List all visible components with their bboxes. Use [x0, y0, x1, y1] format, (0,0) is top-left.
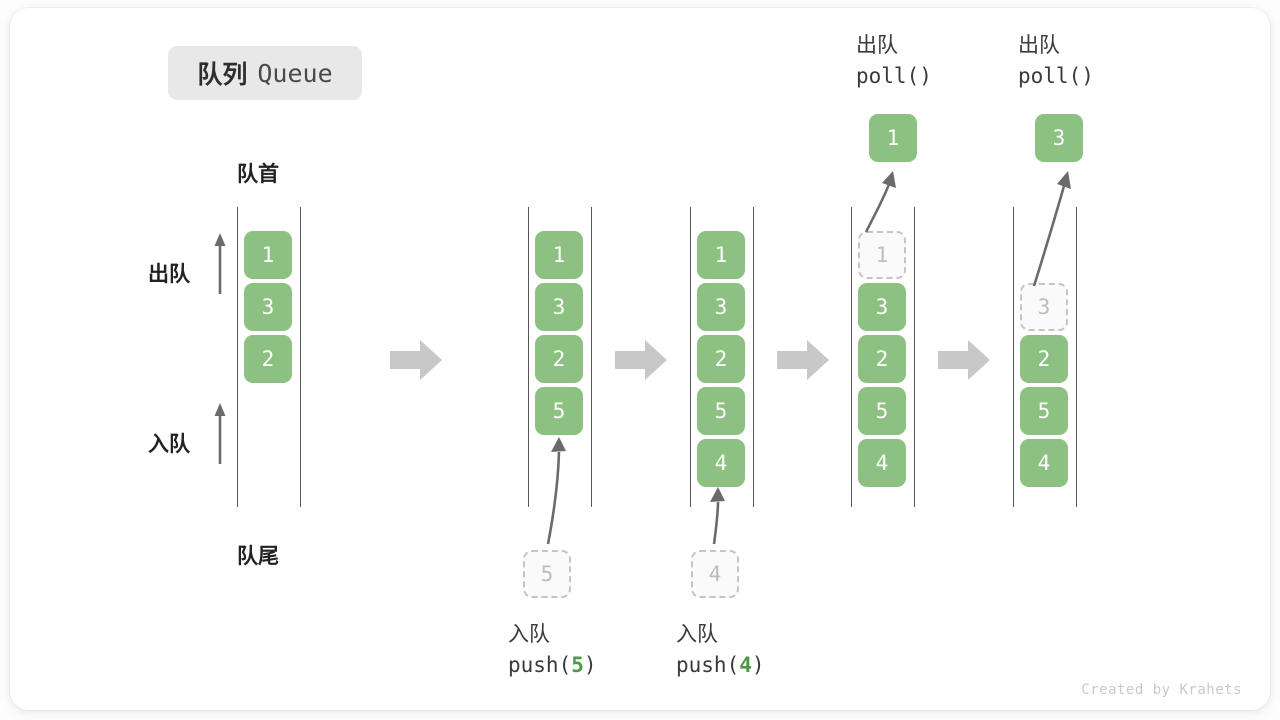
queue-slot: 1 [697, 231, 745, 279]
queue-slot: 1 [535, 231, 583, 279]
dequeue-direction-label: 出队 [148, 263, 190, 286]
queue-slot: 2 [244, 335, 292, 383]
push-caption-code: push(5) [508, 650, 597, 680]
queue-slot: 3 [697, 283, 745, 331]
step-arrow-icon [615, 338, 667, 382]
queue-tail-label: 队尾 [237, 545, 279, 568]
queue-slot: 2 [1020, 335, 1068, 383]
queue-slot: 5 [858, 387, 906, 435]
queue-rail-right [914, 207, 915, 507]
push-paren-close: ) [583, 653, 597, 678]
push-argument: 5 [571, 653, 584, 678]
push-fn-name: push( [508, 653, 572, 678]
poll-3-caption: 出队 poll() [1018, 31, 1094, 92]
poll-caption-code: poll() [856, 64, 932, 89]
step-arrow-icon [390, 338, 442, 382]
queue-slot: 5 [535, 387, 583, 435]
queue-rail-left [1013, 207, 1014, 507]
push-4-caption: 入队 push(4) [676, 620, 765, 681]
dequeue-up-arrow-icon [210, 232, 230, 294]
poll-1-caption: 出队 poll() [856, 31, 932, 92]
push-4-arrow-icon [690, 484, 750, 546]
poll-caption-cn: 出队 [1018, 34, 1060, 57]
push-5-arrow-icon [520, 432, 590, 547]
queue-rail-left [237, 207, 238, 507]
push-caption-cn: 入队 [676, 623, 718, 646]
push-caption-cn: 入队 [508, 623, 550, 646]
attribution-text: Created by Krahets [1081, 682, 1242, 698]
diagram-title-badge: 队列 Queue [168, 46, 362, 100]
push-caption-code: push(4) [676, 650, 765, 680]
queue-slot: 1 [244, 231, 292, 279]
poll-caption-code: poll() [1018, 64, 1094, 89]
queue-slot: 3 [858, 283, 906, 331]
queue-rail-right [591, 207, 592, 507]
step-arrow-icon [777, 338, 829, 382]
push-source-ghost-box: 5 [523, 550, 571, 598]
push-source-ghost-box: 4 [691, 550, 739, 598]
queue-slot: 5 [697, 387, 745, 435]
queue-slot-removed: 3 [1020, 283, 1068, 331]
queue-slot: 4 [858, 439, 906, 487]
queue-slot: 4 [697, 439, 745, 487]
queue-slot: 5 [1020, 387, 1068, 435]
poll-caption-cn: 出队 [856, 34, 898, 57]
queue-rail-left [690, 207, 691, 507]
queue-slot: 3 [244, 283, 292, 331]
step-arrow-icon [938, 338, 990, 382]
queue-slot: 2 [858, 335, 906, 383]
title-english: Queue [257, 58, 333, 88]
push-paren-close: ) [751, 653, 765, 678]
push-5-caption: 入队 push(5) [508, 620, 597, 681]
queue-head-label: 队首 [237, 163, 279, 186]
queue-rail-right [1076, 207, 1077, 507]
queue-slot: 3 [535, 283, 583, 331]
poll-3-arrow-icon [1018, 168, 1088, 288]
queue-slot-removed: 1 [858, 231, 906, 279]
queue-rail-left [851, 207, 852, 507]
queue-rail-left [528, 207, 529, 507]
title-chinese: 队列 [197, 61, 248, 89]
queue-rail-right [300, 207, 301, 507]
push-fn-name: push( [676, 653, 740, 678]
queue-rail-right [753, 207, 754, 507]
enqueue-up-arrow-icon [210, 402, 230, 464]
poll-1-arrow-icon [856, 168, 916, 234]
queue-slot: 4 [1020, 439, 1068, 487]
queue-slot: 2 [535, 335, 583, 383]
enqueue-direction-label: 入队 [148, 433, 190, 456]
poll-result-box: 1 [869, 114, 917, 162]
poll-result-box: 3 [1035, 114, 1083, 162]
queue-slot: 2 [697, 335, 745, 383]
push-argument: 4 [739, 653, 752, 678]
